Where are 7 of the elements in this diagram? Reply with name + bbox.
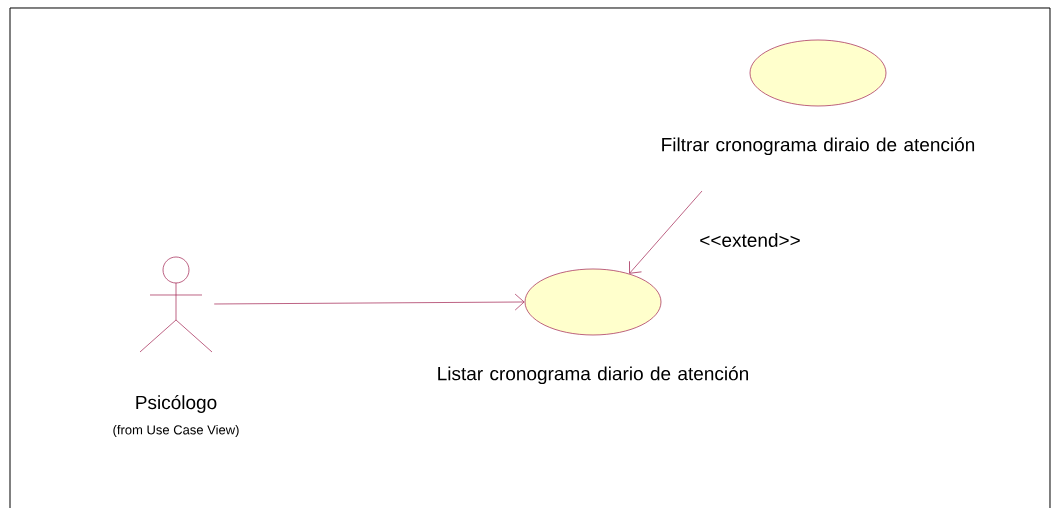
arrow	[213, 293, 525, 311]
actor-note: (from Use Case View)	[113, 424, 239, 438]
edge-label: <<extend>>	[698, 232, 802, 248]
use-case-name: Filtrar cronograma diraio de atención	[662, 137, 975, 156]
use-case-name: Listar cronograma diario de atención	[438, 366, 748, 385]
arrow	[629, 190, 703, 274]
actor-name: Psicólogo	[136, 395, 217, 413]
